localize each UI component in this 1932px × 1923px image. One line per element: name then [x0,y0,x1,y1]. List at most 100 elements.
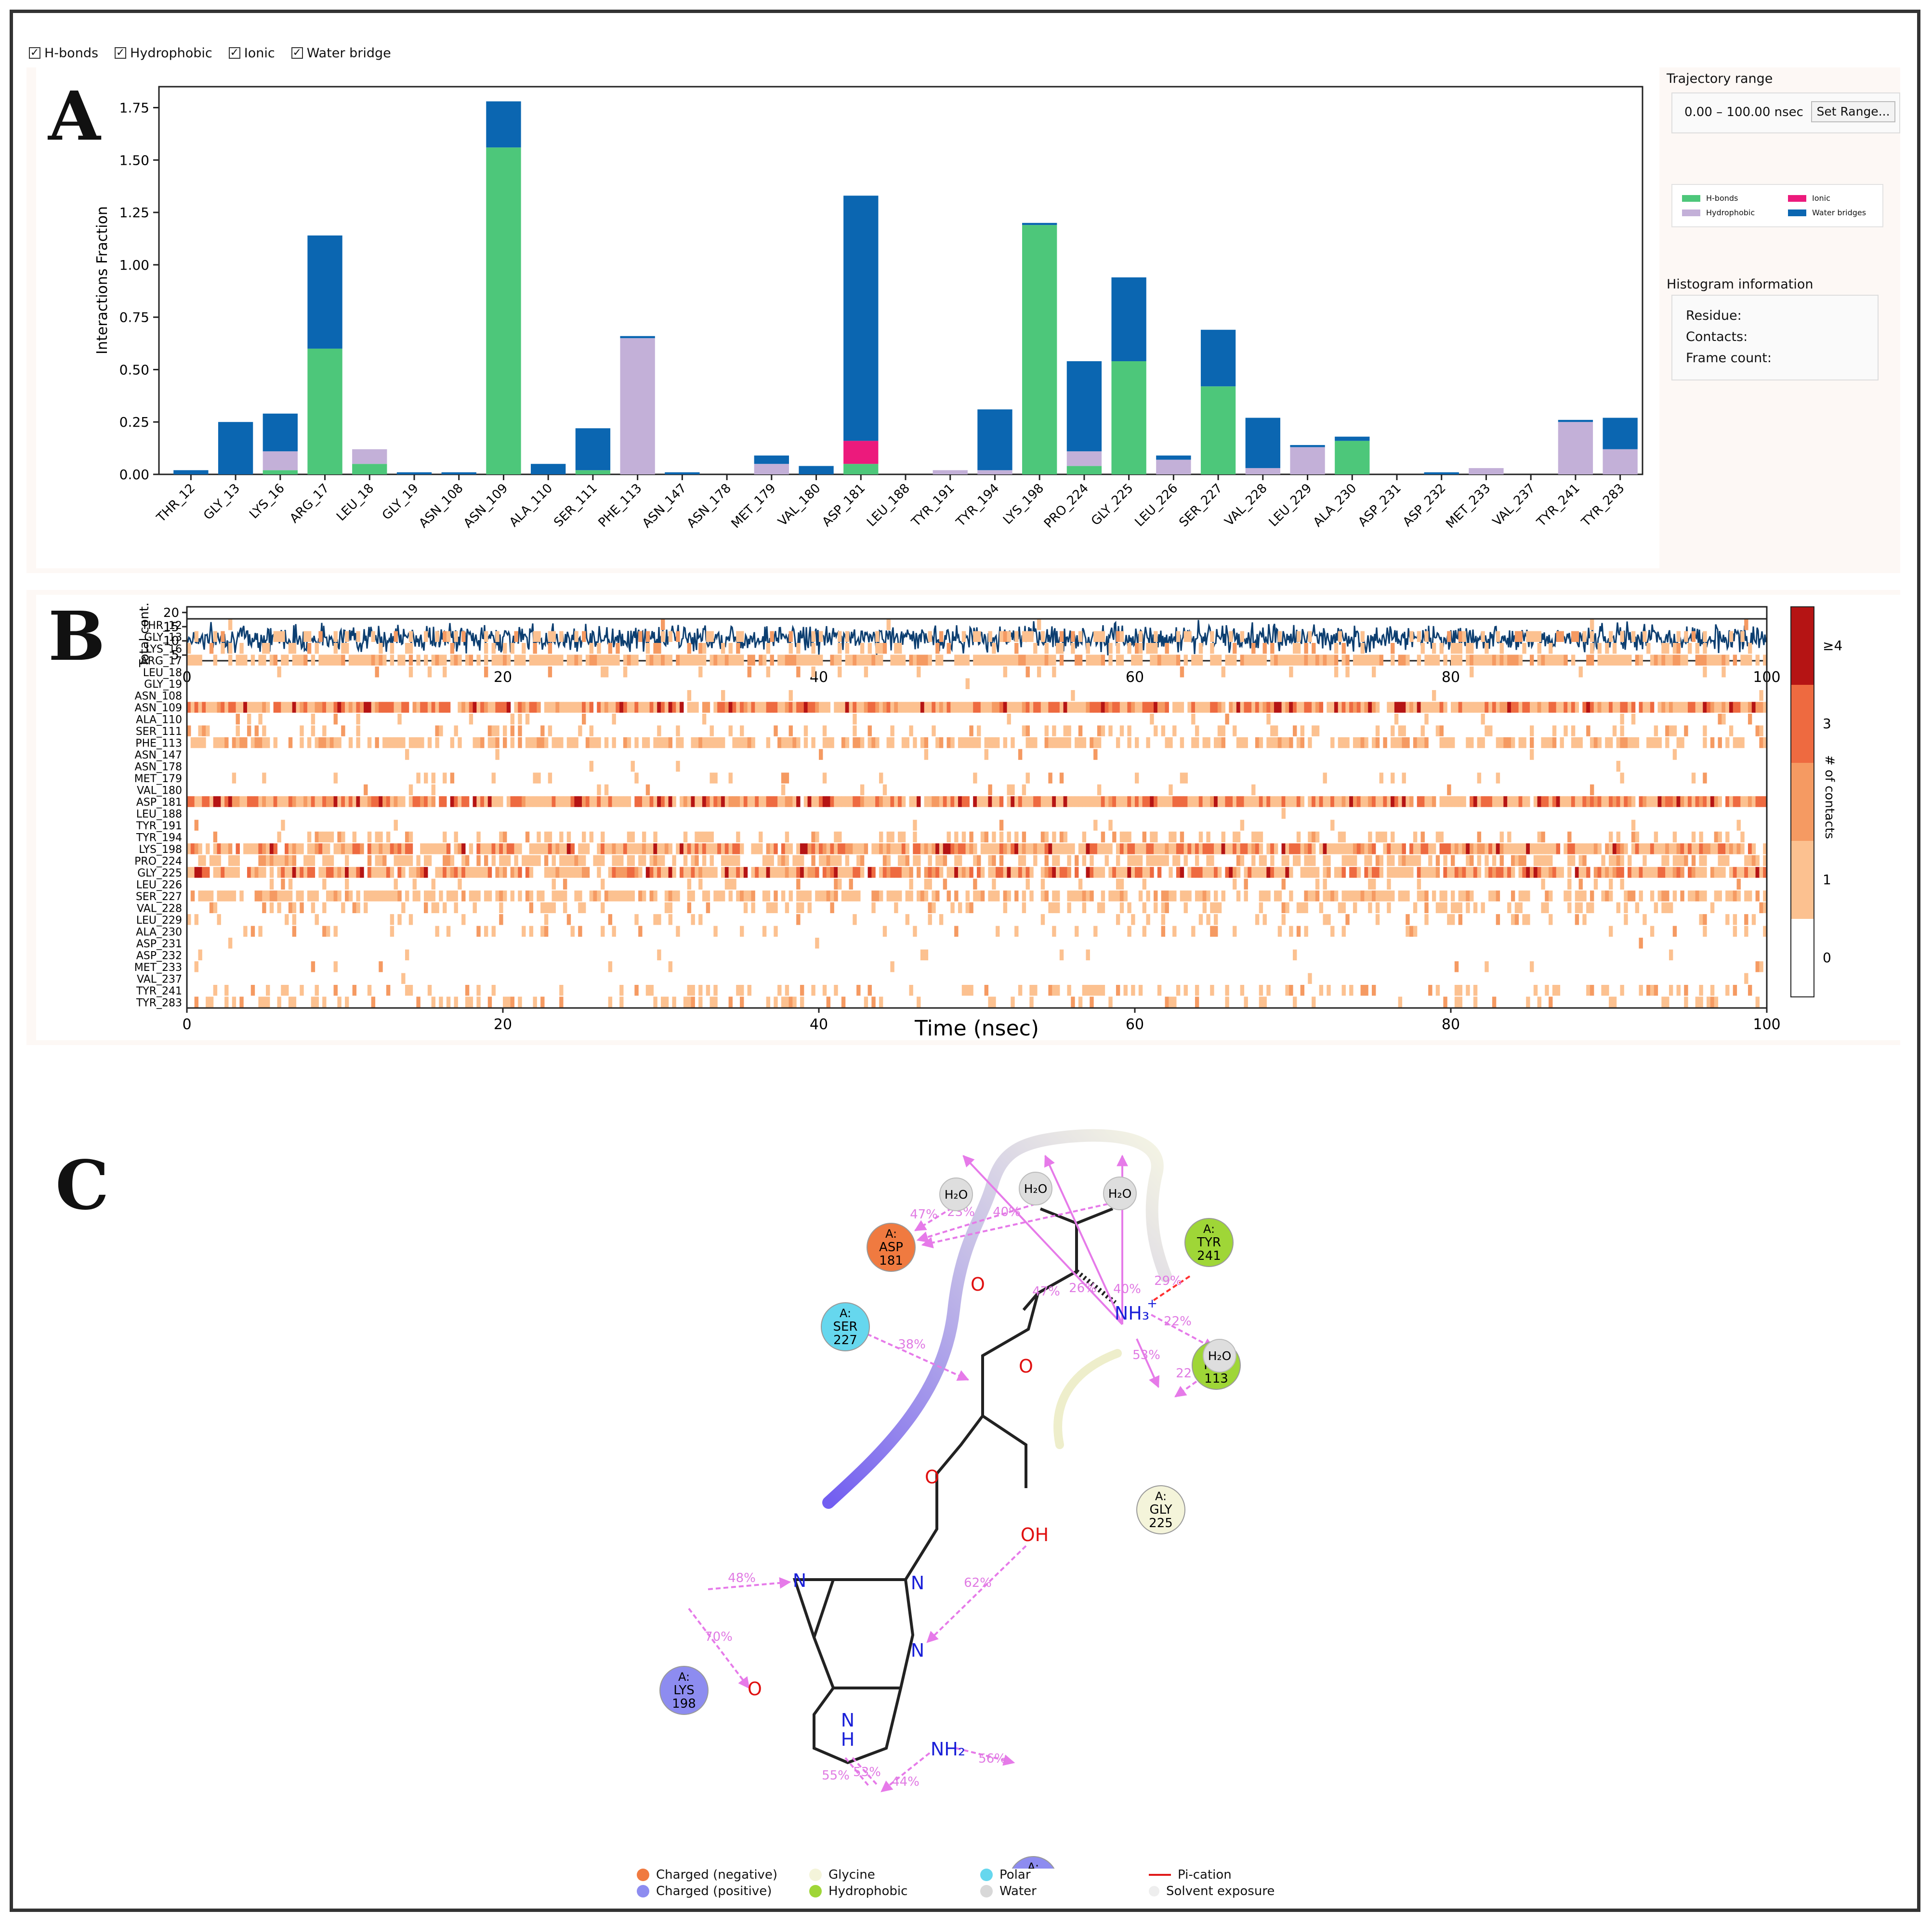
heat-cell [458,796,462,807]
heat-cell [728,996,733,1007]
heat-cell [856,855,861,866]
heat-cell [683,855,688,866]
heat-cell [232,737,237,748]
heat-cell [1669,725,1673,736]
heat-cell [473,890,477,902]
filter-water-bridge[interactable]: ✓Water bridge [291,46,391,61]
checkbox-icon[interactable]: ✓ [29,47,40,59]
heat-cell [1014,926,1019,937]
heat-cell [687,642,692,654]
heat-cell [1240,820,1245,831]
heat-cell [1360,654,1365,666]
heat-cell [1406,890,1410,902]
heat-cell [642,796,646,807]
heat-cell [924,654,929,666]
heat-cell [1639,867,1643,878]
heat-cell [728,843,733,854]
heat-cell [446,996,451,1007]
heat-cell [969,737,973,748]
heat-cell [401,867,406,878]
heat-cell [826,867,831,878]
heat-cell [1240,654,1245,666]
heat-cell [958,902,962,914]
total-contacts-line [186,620,1768,655]
heat-cell [1360,843,1365,854]
heat-cell [796,914,801,925]
heat-cell [1398,725,1403,736]
checkbox-icon[interactable]: ✓ [291,47,303,59]
heat-cell [480,867,485,878]
heat-cell [258,996,263,1007]
heat-cell [1281,737,1286,748]
heat-cell [322,878,327,890]
heat-cell [506,843,511,854]
heat-cell [311,654,315,666]
heat-cell [830,855,834,866]
heat-cell [1646,796,1651,807]
bar-water-bridges [575,428,611,471]
heat-cell [909,702,913,713]
heat-cell [1007,867,1011,878]
legend-label: Solvent exposure [1166,1884,1275,1898]
heat-cell [1654,843,1658,854]
checkbox-icon[interactable]: ✓ [115,47,127,59]
heat-cell [236,737,240,748]
heat-cell [954,855,959,866]
heat-cell [202,855,206,866]
heat-cell [845,890,850,902]
filter-ionic[interactable]: ✓Ionic [228,46,275,61]
heat-cell [1296,902,1301,914]
heat-cell [224,890,229,902]
heat-cell [258,713,263,725]
heat-cell [961,867,966,878]
heat-cell [326,855,330,866]
filter-hbonds[interactable]: ✓H-bonds [29,46,98,61]
heat-cell [939,843,944,854]
heat-cell [1473,654,1478,666]
heat-cell [973,737,977,748]
heat-cell [800,867,804,878]
heat-cell [653,737,657,748]
heat-cell [1650,737,1655,748]
heat-cell [476,890,481,902]
checkbox-icon[interactable]: ✓ [228,47,240,59]
heat-cell [1526,702,1530,713]
heat-cell [1703,725,1707,736]
heat-cell [1274,737,1278,748]
heat-cell [1296,843,1301,854]
heat-cell [559,855,564,866]
heat-cell [1612,725,1617,736]
heat-cell [589,796,594,807]
heat-cell [1078,702,1083,713]
heat-cell [250,654,255,666]
heat-cell [345,878,349,890]
heat-cell [1488,843,1493,854]
heat-cell [1458,631,1463,642]
heat-cell [1296,642,1301,654]
heat-cell [1214,702,1218,713]
heat-cell [1127,902,1131,914]
heat-cell [1601,890,1605,902]
heat-cell [766,796,771,807]
heat-cell [563,702,567,713]
set-range-button[interactable]: Set Range... [1811,101,1895,122]
heat-cell [984,985,989,996]
heat-cell [1093,737,1098,748]
heat-cell [1725,985,1730,996]
heat-cell [1033,702,1038,713]
heat-cell [1522,890,1526,902]
heat-cell [540,890,545,902]
heat-cell [1142,902,1147,914]
heat-cell [1537,796,1542,807]
heat-cell [510,796,515,807]
heat-cell [616,654,620,666]
heat-cell [1507,831,1511,843]
pocket-contour-inner [1053,1349,1122,1449]
filter-hydrophobic[interactable]: ✓Hydrophobic [115,46,212,61]
heat-cell [416,702,421,713]
heat-cell [209,902,214,914]
heat-cell [345,796,349,807]
heat-cell [913,926,917,937]
heat-cell [676,737,680,748]
